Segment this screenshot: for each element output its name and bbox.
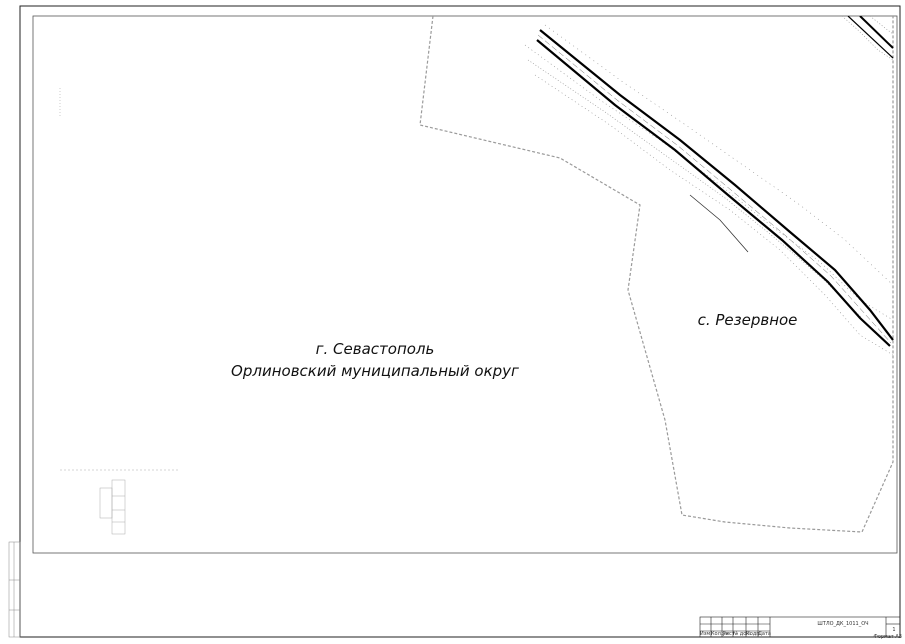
title-block-header-3: № док.: [733, 631, 751, 637]
title-block-header-1: Кол.уч: [711, 631, 729, 637]
legend-table: [60, 469, 180, 535]
sheet-number: 1: [892, 627, 896, 633]
left-margin-stamp: [8, 541, 21, 638]
drawing-frame: [32, 15, 898, 554]
settlement-boundary: [419, 16, 894, 533]
city-label: г. Севастополь: [315, 340, 435, 358]
road-edge-south: [536, 39, 891, 347]
side-track: [689, 194, 749, 253]
drawing-code: ШТЛО_ДК_1011_ОЧ: [817, 621, 869, 627]
title-block-header-2: Лист: [722, 631, 735, 637]
title-block-header-0: Изм.: [700, 631, 712, 637]
format-note: Формат А3: [873, 634, 902, 640]
sheet-border: [19, 5, 901, 638]
secondary-road-edge: [847, 16, 894, 59]
road-centerline: [537, 34, 892, 344]
secondary-road: [859, 16, 894, 49]
title-block-header-4: Подп.: [746, 631, 762, 637]
district-label: Орлиновский муниципальный округ: [231, 362, 519, 380]
village-label: с. Резервное: [697, 311, 798, 329]
road-edge-north: [539, 29, 894, 341]
title-block-header-5: Дата: [758, 631, 771, 637]
roadside-vegetation: [524, 16, 894, 356]
title-block: [699, 616, 901, 638]
